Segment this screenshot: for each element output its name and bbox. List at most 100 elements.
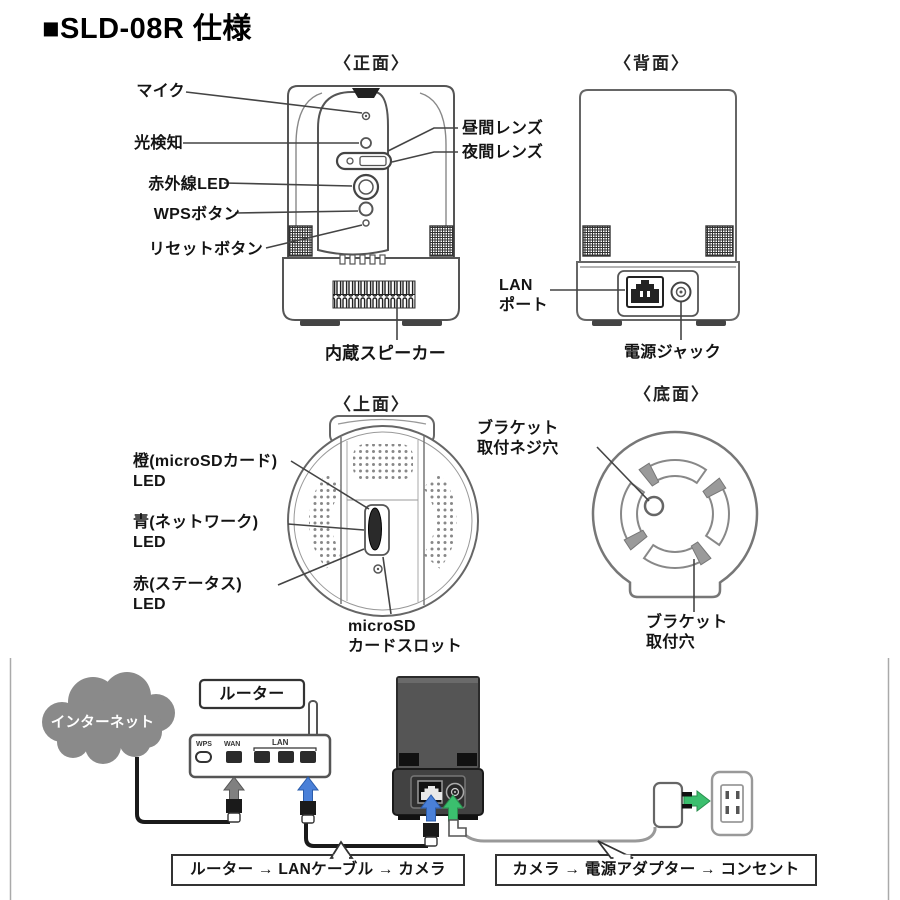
label-ir-led: 赤外線LED — [148, 176, 230, 193]
bayonet-slot-left — [620, 481, 646, 547]
leader-mic — [185, 91, 363, 114]
page-edge-lines — [9, 658, 890, 900]
bayonet-slot-right — [704, 481, 730, 547]
bottom-view-drawing — [591, 430, 759, 599]
top-view-header: 〈上面〉 — [334, 395, 410, 414]
wps-button — [358, 201, 374, 217]
leader-night-lens — [391, 151, 458, 163]
wall-outlet — [710, 770, 754, 837]
lan-cable — [304, 823, 428, 848]
leader-reset — [265, 224, 363, 249]
front-view-drawing — [282, 85, 460, 326]
label-microsd-slot: microSD カードスロット — [348, 618, 463, 656]
label-bracket-screw-hole: ブラケット 取付ネジ穴 — [477, 420, 559, 458]
dc-l-plug — [448, 819, 467, 837]
internet-cloud — [42, 672, 175, 764]
router-label-box — [198, 678, 306, 710]
label-power-jack: 電源ジャック — [624, 344, 722, 361]
label-speaker: 内蔵スピーカー — [325, 344, 447, 363]
label-light-sensor: 光検知 — [134, 135, 183, 152]
router-lan-port-3 — [300, 751, 316, 763]
front-vent-left — [288, 225, 313, 257]
back-view-drawing — [576, 89, 740, 326]
label-internet: インターネット — [50, 715, 155, 731]
back-view-header: 〈背面〉 — [614, 54, 690, 73]
camera-head-front — [317, 91, 389, 256]
label-router: ルーター — [219, 686, 285, 703]
label-port-wan: WAN — [224, 741, 241, 748]
back-foot-left — [592, 320, 622, 326]
bottom-view-header: 〈底面〉 — [634, 385, 710, 404]
label-lan-port: LAN ポート — [499, 277, 548, 315]
front-foot-right — [402, 320, 442, 326]
label-red-led: 赤(ステータス) LED — [133, 576, 243, 614]
internet-cable — [135, 757, 230, 824]
router-lan-arrow — [296, 776, 320, 804]
label-flow-lan: ルーター → LANケーブル → カメラ — [190, 861, 446, 878]
front-lens-notch — [352, 88, 380, 98]
camera-tab-right — [457, 753, 477, 766]
flow-lan-box — [171, 854, 465, 886]
leader-screw-hole — [596, 446, 650, 502]
flow-power-box — [495, 854, 817, 886]
ir-led — [352, 173, 380, 201]
leader-wps — [234, 210, 359, 214]
bayonet-slot-top — [642, 459, 708, 485]
camera-tab-left — [399, 753, 419, 766]
label-reset-button: リセットボタン — [148, 241, 263, 258]
label-night-lens: 夜間レンズ — [462, 144, 544, 161]
leader-sd-slot — [382, 556, 392, 615]
light-sensor — [360, 137, 372, 149]
leader-red-led — [277, 548, 365, 586]
mic-hole — [361, 111, 371, 121]
leader-orange-led — [290, 460, 370, 510]
label-orange-led: 橙(microSDカード) LED — [133, 453, 278, 491]
cable-plugs — [226, 799, 467, 847]
lens-assembly — [335, 151, 393, 171]
power-cable — [460, 827, 657, 843]
router-lan-port-1 — [254, 751, 270, 763]
top-view-drawing — [287, 415, 479, 617]
flow-boxes — [171, 840, 817, 886]
top-small-hole — [373, 564, 383, 574]
label-mic: マイク — [136, 83, 185, 100]
speaker-grille — [332, 280, 416, 309]
leader-blue-led — [287, 523, 365, 531]
page-title: ■SLD-08R 仕様 — [42, 13, 252, 45]
router-wan-port — [226, 751, 242, 763]
label-day-lens: 昼間レンズ — [462, 120, 544, 137]
label-bracket-hole: ブラケット 取付穴 — [646, 614, 728, 652]
front-comb — [339, 254, 386, 265]
bottom-outline — [591, 430, 759, 599]
top-vent-right-band — [422, 473, 458, 569]
router-lan-port-2 — [278, 751, 294, 763]
router-device — [188, 700, 332, 779]
router-antenna — [308, 700, 318, 738]
leader-day-lens — [387, 127, 458, 152]
camera-device-diagram — [392, 676, 484, 820]
front-view-header: 〈正面〉 — [334, 54, 410, 73]
power-adapter — [652, 781, 692, 829]
router-wps-button — [195, 751, 212, 763]
bracket-screw-hole — [643, 495, 665, 517]
camera-lan-port — [417, 780, 443, 804]
label-port-wps: WPS — [196, 741, 212, 748]
lan-bracket — [253, 747, 317, 751]
front-vent-right — [429, 225, 454, 257]
back-foot-right — [696, 320, 726, 326]
top-vent-center — [353, 444, 413, 480]
lan-port — [626, 276, 664, 308]
label-blue-led: 青(ネットワーク) LED — [133, 514, 259, 552]
camera-lan-arrow — [419, 794, 443, 822]
leader-lines — [183, 91, 695, 615]
label-flow-power: カメラ → 電源アダプター → コンセント — [512, 861, 800, 878]
reset-button — [362, 219, 370, 227]
bayonet-slot-bottom — [642, 543, 708, 569]
label-port-lan: LAN — [272, 738, 289, 747]
cables — [135, 757, 657, 848]
front-foot-left — [300, 320, 340, 326]
power-jack — [670, 281, 692, 303]
label-wps-button: WPSボタン — [153, 206, 240, 223]
